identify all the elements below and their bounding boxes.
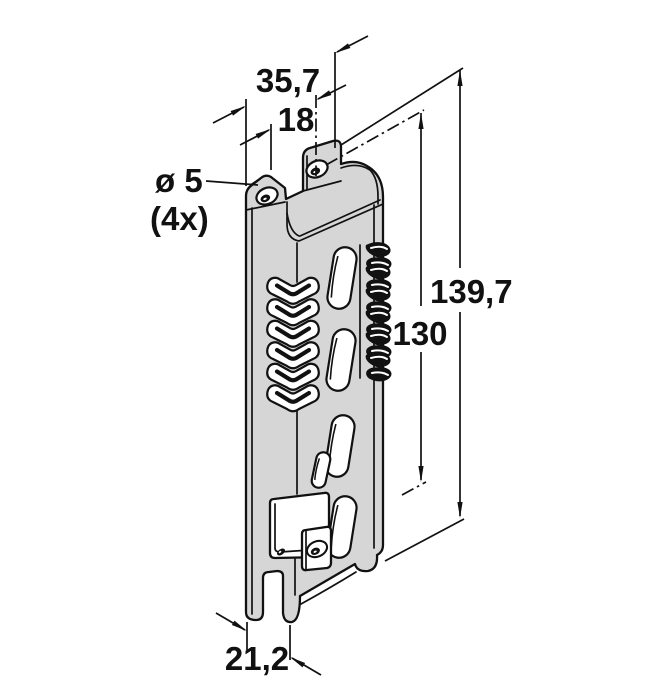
bottom-cutout bbox=[268, 491, 333, 572]
bracket-body bbox=[244, 139, 393, 624]
dimension-annotations: 35,7 18 ø 5 (4x) 139,7 bbox=[150, 35, 513, 677]
dim-hole-spacing-label: 130 bbox=[392, 315, 447, 352]
dim-top-width-label: 35,7 bbox=[256, 62, 320, 99]
small-slot bbox=[310, 451, 332, 489]
dim-hole-diameter-label: ø 5 bbox=[155, 162, 203, 199]
mounting-slots bbox=[310, 244, 360, 561]
dim-hole-count-label: (4x) bbox=[150, 200, 209, 237]
dim-overall-height: 139,7 bbox=[340, 67, 513, 562]
dim-overall-height-label: 139,7 bbox=[430, 273, 513, 310]
spring-serrations bbox=[364, 241, 393, 383]
dim-hole-offset: 18 bbox=[239, 84, 347, 176]
top-channel-detail bbox=[245, 155, 384, 242]
dim-top-width: 35,7 bbox=[212, 35, 369, 186]
dim-hole-spacing: 130 bbox=[325, 109, 448, 496]
dim-hole-offset-label: 18 bbox=[278, 101, 315, 138]
dim-hole-callout: ø 5 (4x) bbox=[150, 162, 259, 237]
dim-depth-label: 21,2 bbox=[225, 640, 289, 677]
dim-depth: 21,2 bbox=[215, 612, 322, 677]
